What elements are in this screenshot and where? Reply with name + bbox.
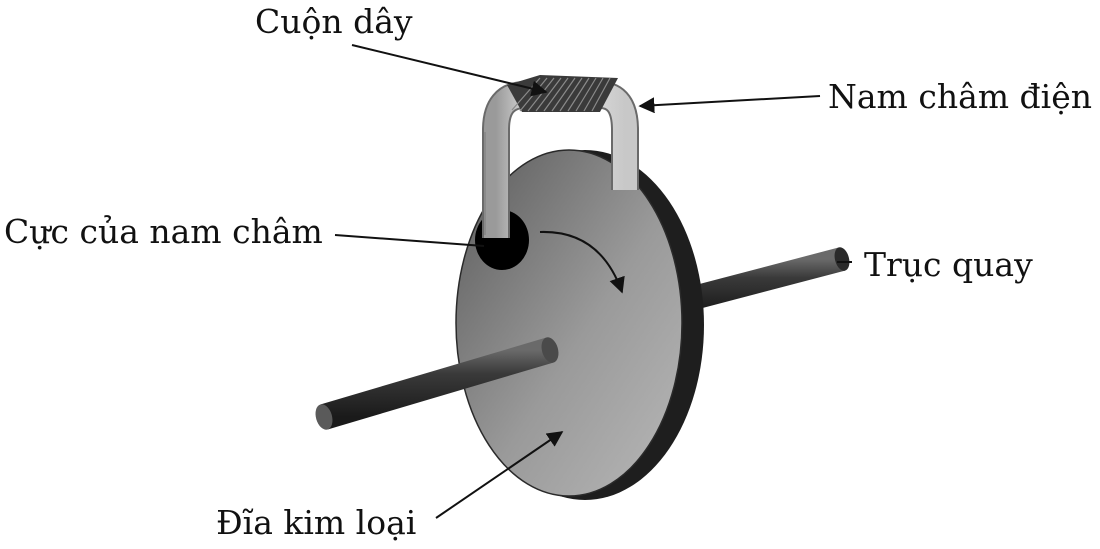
rotation-arrow	[539, 230, 625, 294]
front-axle	[315, 337, 559, 430]
magnet-pole-label: Cực của nam châm	[4, 212, 323, 251]
electromagnet-label: Nam châm điện	[828, 77, 1092, 116]
axle-label: Trục quay	[864, 245, 1033, 284]
disc-leader-arrow	[435, 431, 564, 519]
coil-label: Cuộn dây	[255, 2, 413, 41]
coil-leader-arrow	[351, 44, 548, 97]
metal-disc-label: Đĩa kim loại	[216, 503, 417, 542]
electromagnet-leader-arrow	[638, 95, 821, 114]
pole-leader-line	[334, 234, 485, 247]
coil	[507, 75, 618, 112]
